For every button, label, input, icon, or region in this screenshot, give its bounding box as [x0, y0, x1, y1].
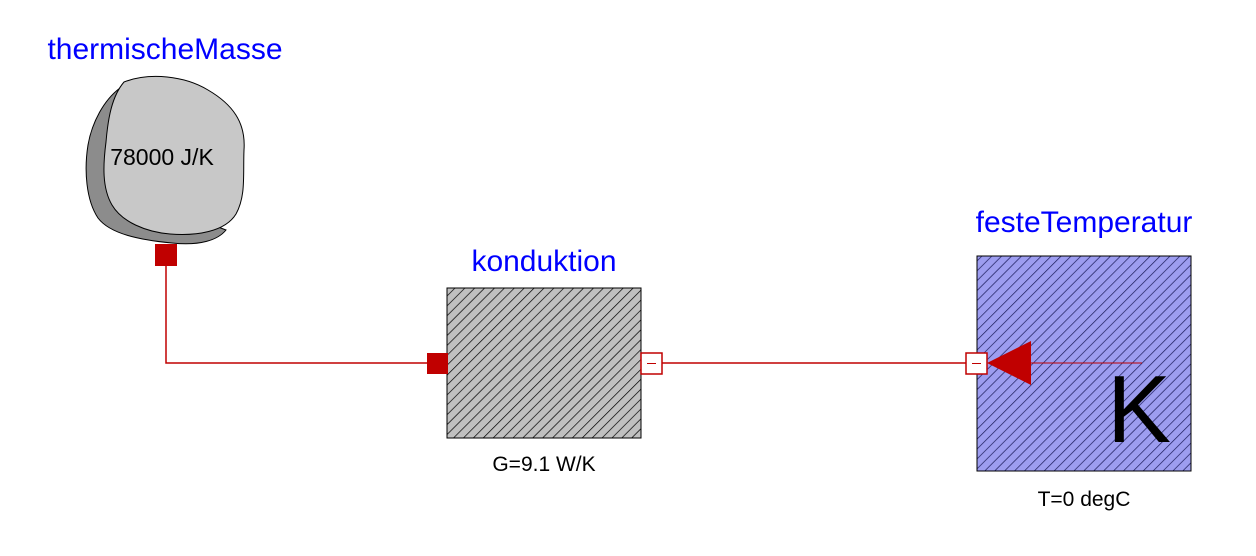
connection-mass-to-conductor[interactable]	[165, 266, 427, 364]
fixed-temperature-component[interactable]: festeTemperatur K T=0 degC	[965, 206, 1193, 511]
heat-capacitor-name: thermischeMasse	[47, 33, 282, 66]
fixed-temperature-parameter: T=0 degC	[1038, 488, 1131, 511]
fixed-temperature-name: festeTemperatur	[976, 206, 1193, 239]
thermal-conductor-component[interactable]: konduktion G=9.1 W/K	[427, 245, 663, 476]
thermal-conductor-icon	[446, 287, 642, 439]
thermal-conductor-port-a[interactable]	[427, 353, 448, 374]
heat-capacitor-component[interactable]: thermischeMasse 78000 J/K	[47, 33, 283, 266]
fixed-temperature-unit-symbol: K	[1107, 356, 1171, 463]
heat-capacitor-value: 78000 J/K	[110, 144, 214, 170]
thermal-conductor-name: konduktion	[471, 245, 616, 278]
arrow-left-icon	[987, 341, 1031, 385]
heat-capacitor-icon	[85, 75, 245, 245]
thermal-conductor-parameter: G=9.1 W/K	[492, 453, 595, 476]
heat-capacitor-port[interactable]	[155, 244, 177, 266]
